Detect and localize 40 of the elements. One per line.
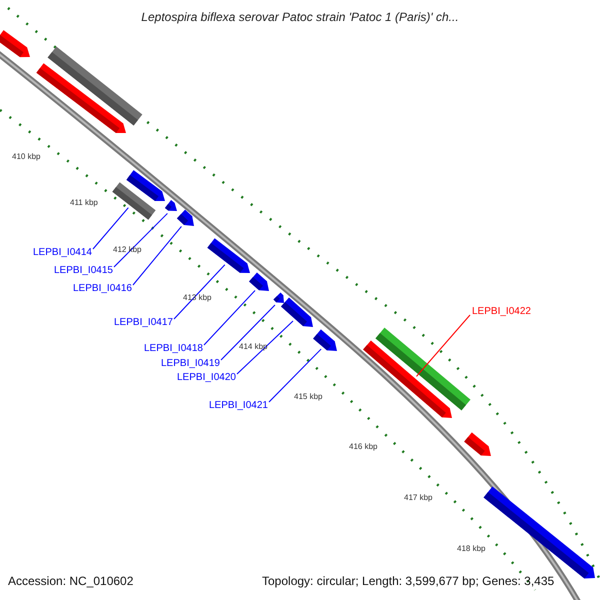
gene-feature — [249, 272, 269, 291]
gene-feature — [273, 292, 284, 303]
gene-label: LEPBI_I0422 — [472, 306, 531, 317]
leader-line — [132, 226, 182, 286]
leader-line — [204, 290, 256, 346]
gene-label: LEPBI_I0420 — [177, 372, 236, 383]
gene-feature — [164, 200, 177, 211]
scale-label: 410 kbp — [12, 152, 40, 161]
scale-label: 411 kbp — [70, 198, 98, 207]
gene-feature — [0, 30, 30, 58]
gene-feature — [484, 486, 595, 578]
leader-line — [114, 212, 168, 268]
leader-line — [220, 304, 276, 360]
gene-label: LEPBI_I0418 — [144, 343, 203, 354]
summary-text: Topology: circular; Length: 3,599,677 bp; Genes: 3,435 — [262, 574, 554, 588]
gene-feature — [313, 329, 337, 351]
gene-feature — [36, 63, 126, 133]
accession-text: Accession: NC_010602 — [8, 574, 134, 588]
gene-label: LEPBI_I0414 — [33, 247, 92, 258]
leader-line — [268, 348, 322, 402]
gene-label: LEPBI_I0419 — [161, 358, 220, 369]
scale-label: 417 kbp — [404, 493, 432, 502]
gene-feature — [464, 432, 491, 456]
gene-feature — [176, 210, 194, 226]
leader-line — [416, 314, 470, 377]
gene-feature — [207, 238, 250, 273]
leader-line — [236, 320, 294, 374]
leader-line — [92, 207, 129, 250]
leader-line — [174, 264, 226, 320]
gene-feature — [281, 298, 313, 327]
gene-label: LEPBI_I0416 — [73, 283, 132, 294]
gene-feature — [363, 340, 452, 418]
scale-label: 416 kbp — [349, 442, 378, 451]
gene-label: LEPBI_I0421 — [209, 400, 268, 411]
gene-bar — [112, 182, 156, 220]
gene-label: LEPBI_I0415 — [54, 265, 113, 276]
scale-label: 418 kbp — [457, 544, 486, 553]
diagram-title: Leptospira biflexa serovar Patoc strain 'Patoc 1 (Paris)' ch... — [140, 10, 460, 24]
scale-label: 415 kbp — [294, 392, 322, 401]
gene-label: LEPBI_I0417 — [114, 317, 173, 328]
